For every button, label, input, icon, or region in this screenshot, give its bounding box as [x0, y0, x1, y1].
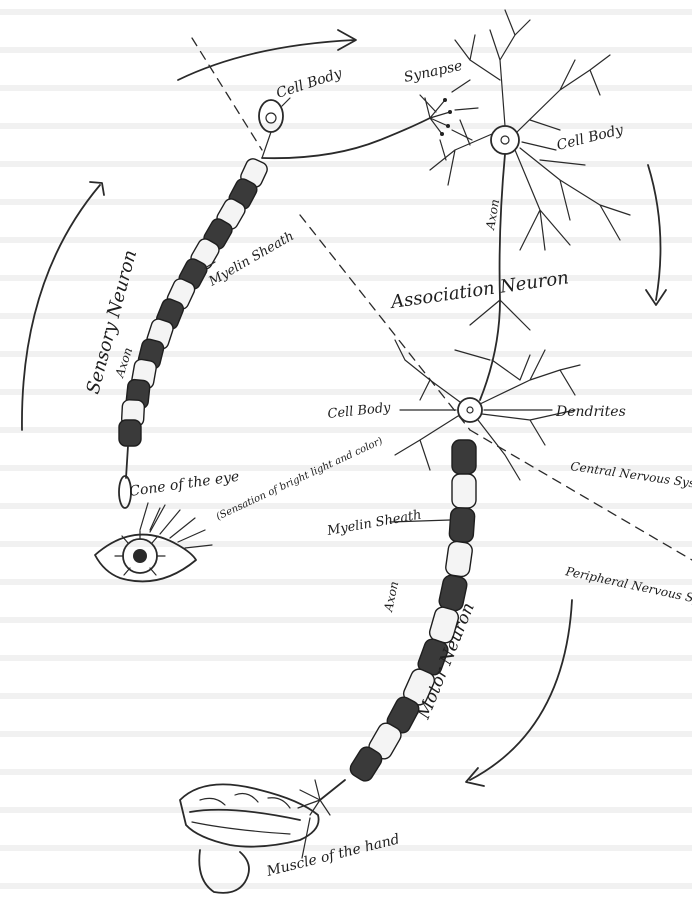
label-dendrites: Dendrites — [555, 404, 626, 420]
label-cell-body-sensory: Cell Body — [274, 65, 345, 102]
label-cell-body-motor: Cell Body — [327, 400, 392, 422]
hand-drawing — [180, 784, 319, 893]
label-central-nervous-system: Central Nervous System — [570, 459, 692, 494]
label-myelin-sheath-motor: Myelin Sheath — [325, 508, 423, 540]
label-sensation: (Sensation of bright light and color) — [215, 436, 385, 523]
label-cone-of-eye: Cone of the eye — [128, 469, 240, 500]
label-peripheral-nervous-system: Peripheral Nervous System — [563, 564, 692, 613]
label-axon-motor: Axon — [381, 580, 401, 614]
flow-arrow-bottom — [470, 600, 572, 780]
label-axon-sensory: Axon — [112, 346, 135, 380]
synapse — [425, 80, 478, 160]
label-synapse: Synapse — [403, 58, 464, 86]
label-association-neuron: Association Neuron — [388, 267, 570, 313]
label-muscle-of-hand: Muscle of the hand — [264, 831, 401, 880]
motor-cell-body — [458, 398, 482, 422]
